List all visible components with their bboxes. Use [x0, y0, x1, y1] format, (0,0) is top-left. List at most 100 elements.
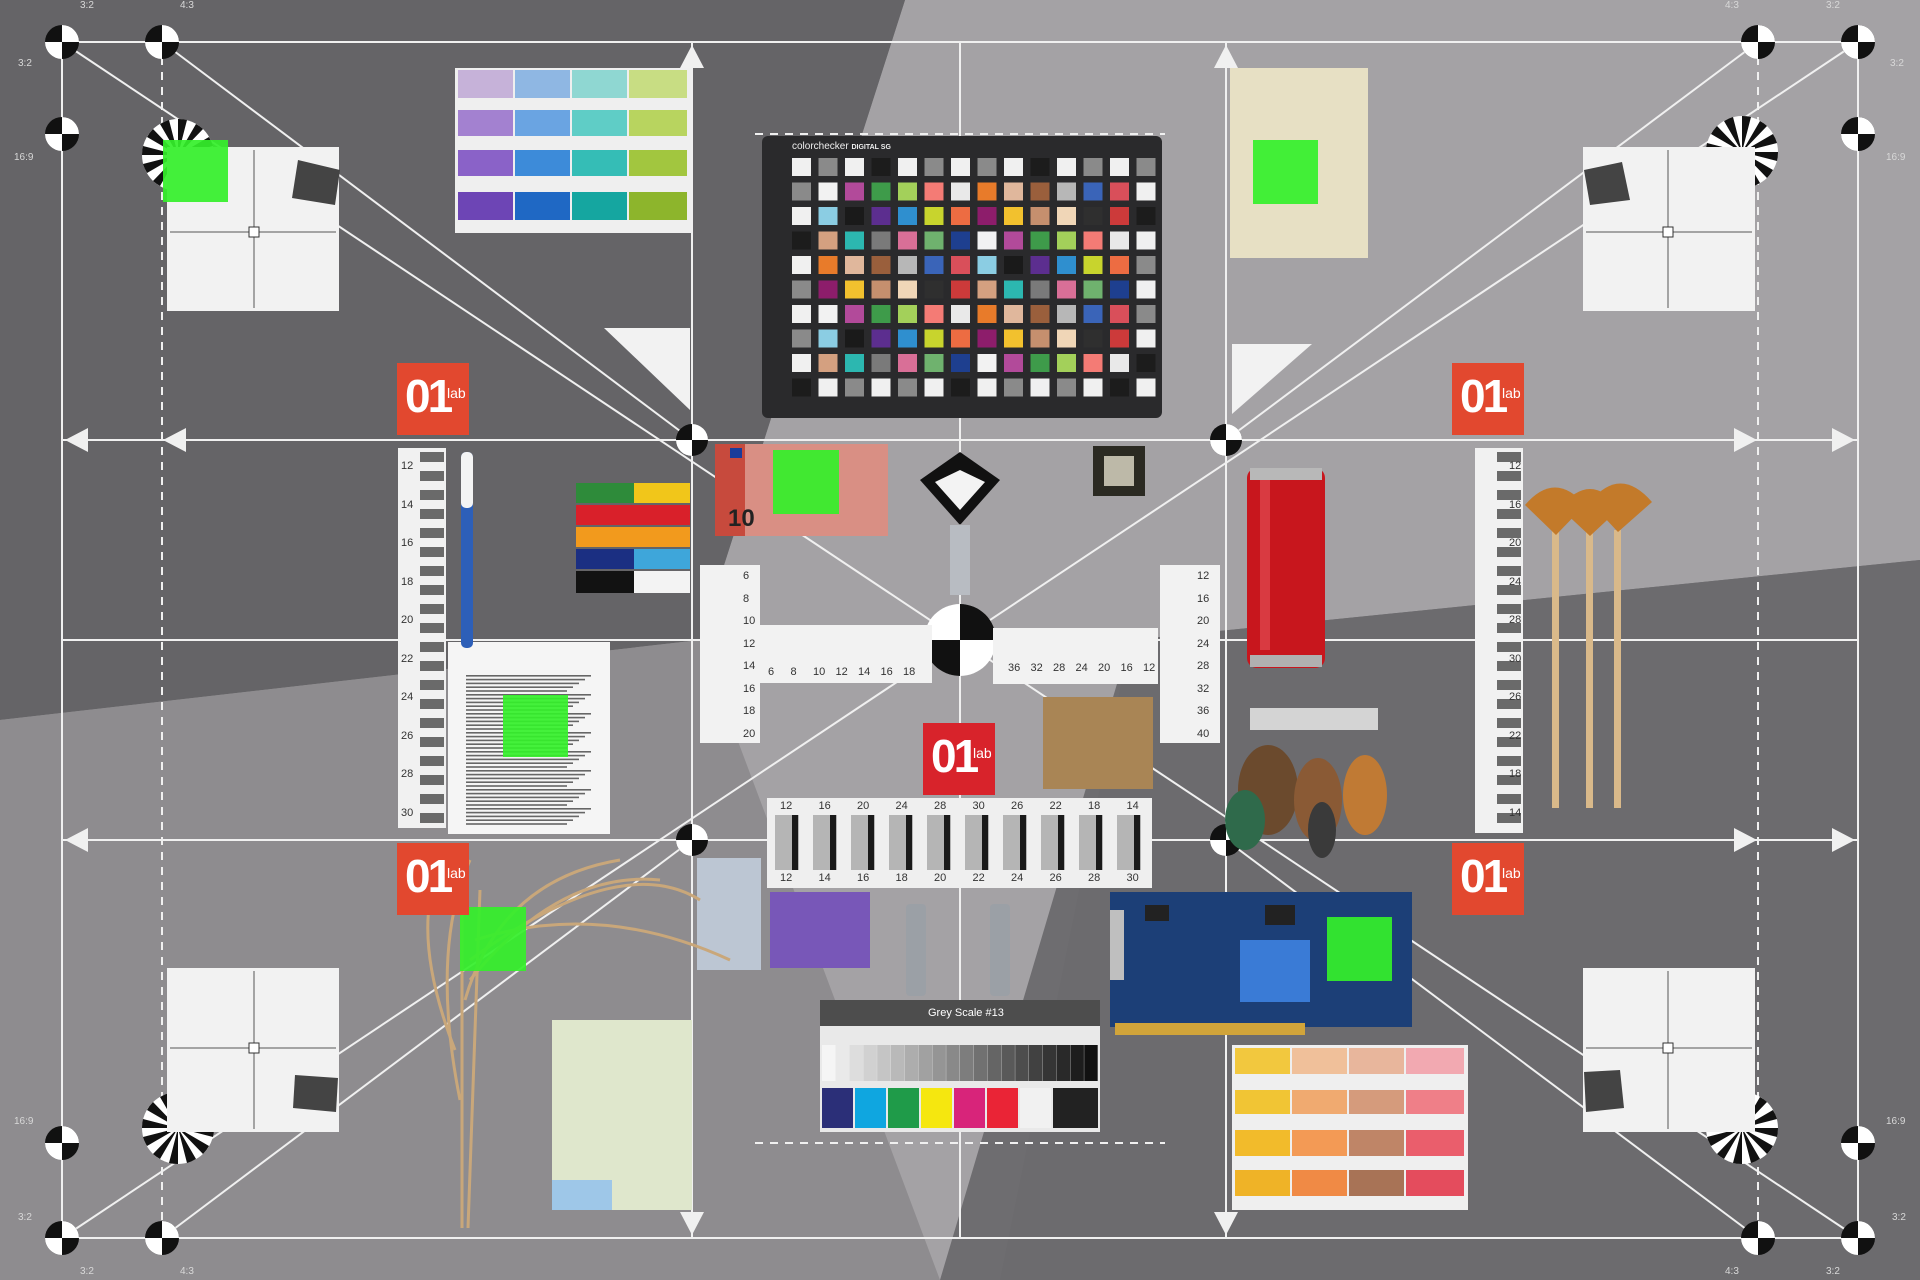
ruler-number: 10 [743, 615, 756, 627]
ruler-number: 12 [743, 637, 756, 650]
colorchecker-patch [818, 207, 838, 225]
colorchecker-patch [1057, 354, 1076, 372]
ruler-number: 20 [1098, 662, 1111, 674]
colorchecker-patch [1136, 231, 1156, 250]
greyscale-step [1029, 1045, 1043, 1081]
glitter-sheet [697, 858, 761, 970]
colorchecker-patch [871, 305, 891, 323]
text-line [466, 762, 573, 764]
ruler-tick [1497, 756, 1521, 766]
ruler-tick [1497, 452, 1521, 462]
ruler-tick [420, 813, 444, 823]
ruler-number: 14 [1126, 800, 1139, 812]
colorchecker-patch [1136, 305, 1156, 323]
ruler-number: 22 [401, 652, 414, 665]
colorchecker-patch [871, 280, 891, 299]
ruler-tick [1497, 509, 1521, 519]
lab-logo: 01 lab [1452, 363, 1524, 435]
ruler-tick [1497, 623, 1521, 633]
lab-logo: 01 lab [397, 843, 469, 915]
colorchecker-patch [792, 158, 811, 176]
colorchecker-patch [951, 378, 970, 397]
colorchecker-patch [1030, 305, 1050, 323]
colorchecker-patch [1110, 158, 1129, 176]
colorchecker-patch [845, 354, 864, 372]
focus-mark [460, 907, 526, 971]
colorchecker-patch [898, 256, 917, 274]
ruler-number: 22 [1509, 729, 1522, 742]
ruler-number: 20 [1509, 537, 1522, 549]
ruler-number: 18 [1509, 768, 1522, 780]
colorchecker-patch [845, 280, 864, 299]
text-line [466, 808, 591, 810]
colorchecker-patch [792, 329, 811, 348]
ruler-bar-line [906, 815, 912, 870]
colorchecker-patch [898, 158, 917, 176]
ruler-number: 28 [1053, 662, 1066, 674]
greyscale-step [904, 1045, 919, 1081]
colorchecker-patch [977, 207, 997, 225]
ruler-tick [420, 509, 444, 519]
ruler-number: 8 [790, 666, 797, 678]
ruler-number: 32 [1030, 662, 1043, 674]
ruler-tick [420, 604, 444, 614]
ruler-number: 14 [858, 666, 871, 678]
colorchecker-patch [845, 182, 864, 201]
metal-bar-right [990, 904, 1010, 996]
ruler-number: 20 [1197, 615, 1210, 627]
colorchecker-patch [1004, 378, 1023, 397]
ruler-number: 18 [401, 575, 414, 588]
colorchecker-patch [1110, 207, 1129, 225]
ruler-number: 6 [743, 570, 750, 582]
ruler-number: 6 [768, 666, 775, 678]
colorchecker-patch [924, 182, 944, 201]
ruler-tick [420, 471, 444, 481]
text-line [466, 819, 573, 821]
colorchecker-patch [1057, 305, 1076, 323]
ruler-tick [1497, 585, 1521, 595]
colorchecker-patch [1136, 207, 1156, 225]
lab-logo: 01 lab [397, 363, 469, 435]
ratio-label: 3:2 [1892, 1212, 1906, 1223]
colorchecker-patch [1083, 354, 1103, 372]
colorchecker-patch [924, 354, 944, 372]
colorchecker-patch [977, 354, 997, 372]
colorchecker-patch [1083, 378, 1103, 397]
colorchecker-patch [951, 256, 970, 274]
colorchecker-patch [951, 280, 970, 299]
colorchecker-patch [977, 182, 997, 201]
greyscale-step [863, 1045, 877, 1081]
colorchecker-patch [1057, 182, 1076, 201]
colorchecker-patch [951, 354, 970, 372]
pantone-swatches-top [455, 68, 691, 233]
colorchecker-patch [871, 256, 891, 274]
colorchecker-patch [818, 305, 838, 323]
ruler-number: 16 [1509, 498, 1522, 511]
ruler-number: 18 [1088, 800, 1101, 812]
colorchecker-patch [924, 305, 944, 323]
lab-logo: 01 lab [923, 723, 995, 795]
ruler-number: 16 [880, 666, 893, 678]
ruler-number: 26 [1509, 691, 1522, 703]
banknote-value: 10 [728, 505, 755, 532]
greyscale-step [1001, 1045, 1015, 1081]
greyscale-step [960, 1045, 974, 1081]
colorchecker-patch [924, 378, 944, 397]
ruler-number: 12 [780, 800, 793, 812]
colorchecker-patch [818, 354, 838, 372]
colorchecker-patches [792, 158, 1156, 397]
text-line [466, 789, 591, 791]
colorchecker-patch [1057, 207, 1076, 225]
colorchecker-patch [977, 378, 997, 397]
colorchecker-patch [1030, 158, 1050, 176]
ruler-tick [420, 490, 444, 500]
colorchecker-patch [1110, 280, 1129, 299]
ruler-number: 16 [401, 537, 414, 549]
ruler-number: 12 [1509, 460, 1522, 472]
colorchecker-patch [1083, 207, 1103, 225]
colorchecker-patch [818, 329, 838, 348]
burlap-swatch [1043, 697, 1153, 789]
ruler-number: 24 [895, 800, 908, 812]
colorchecker-patch [1083, 182, 1103, 201]
colorchecker-patch [1057, 378, 1076, 397]
